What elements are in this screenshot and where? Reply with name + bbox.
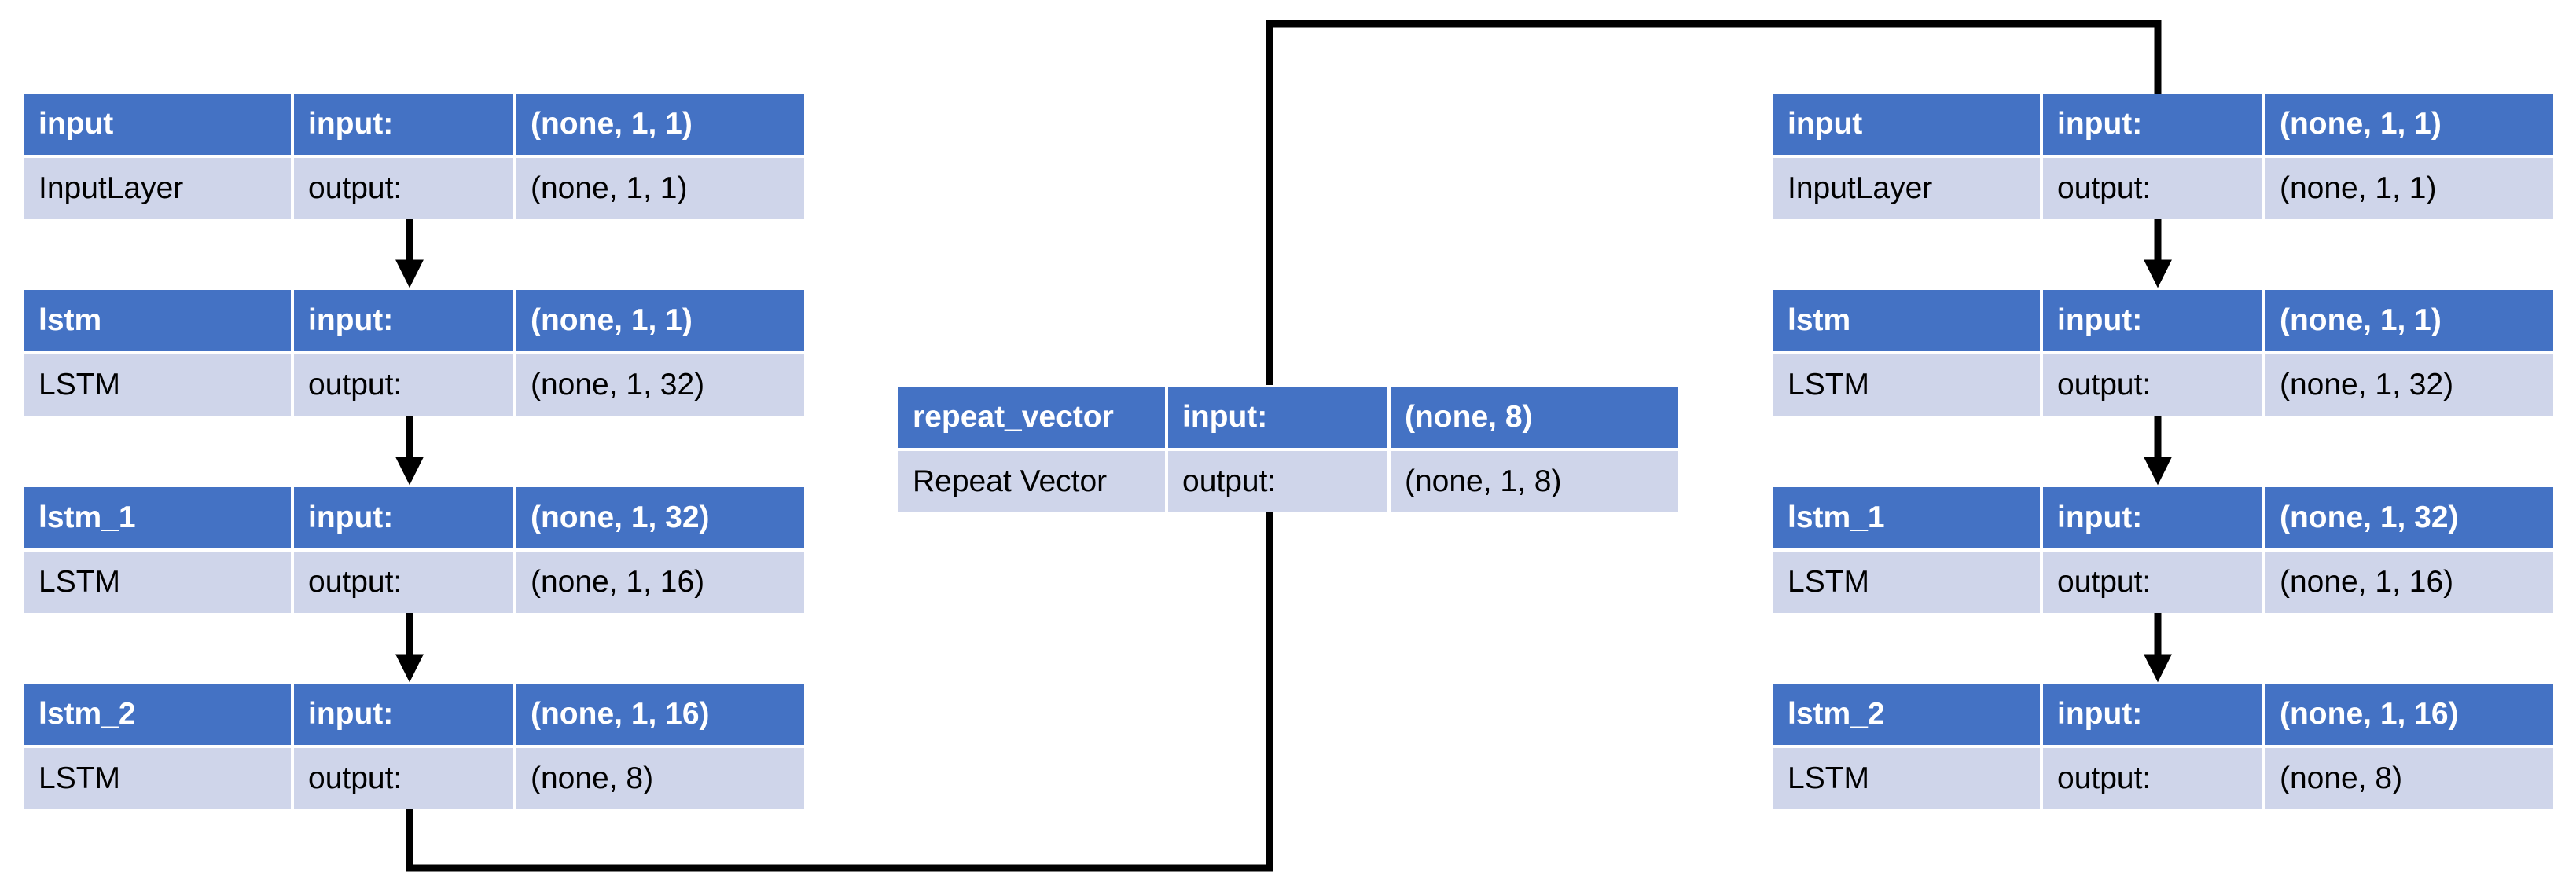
input-shape: (none, 1, 32) xyxy=(516,487,804,548)
output-label: output: xyxy=(1168,451,1387,512)
input-shape: (none, 1, 16) xyxy=(2265,684,2553,745)
layer-block-left-lstm-2: lstm_2 input: (none, 1, 16) LSTM output:… xyxy=(24,684,804,809)
layer-block-right-lstm-2: lstm_2 input: (none, 1, 16) LSTM output:… xyxy=(1773,684,2553,809)
input-shape: (none, 1, 1) xyxy=(2265,290,2553,351)
input-shape: (none, 1, 1) xyxy=(516,290,804,351)
layer-name: lstm xyxy=(24,290,291,351)
input-label: input: xyxy=(2043,487,2262,548)
input-shape: (none, 1, 1) xyxy=(2265,94,2553,155)
input-shape: (none, 1, 32) xyxy=(2265,487,2553,548)
input-label: input: xyxy=(2043,684,2262,745)
layer-class: LSTM xyxy=(1773,748,2040,809)
layer-block-left-lstm: lstm input: (none, 1, 1) LSTM output: (n… xyxy=(24,290,804,416)
layer-block-left-input: input input: (none, 1, 1) InputLayer out… xyxy=(24,94,804,219)
layer-block-right-lstm-1: lstm_1 input: (none, 1, 32) LSTM output:… xyxy=(1773,487,2553,613)
output-label: output: xyxy=(2043,552,2262,613)
layer-name: input xyxy=(24,94,291,155)
layer-class: LSTM xyxy=(24,748,291,809)
output-label: output: xyxy=(2043,354,2262,416)
output-shape: (none, 1, 16) xyxy=(2265,552,2553,613)
output-label: output: xyxy=(2043,748,2262,809)
layer-name: lstm_1 xyxy=(1773,487,2040,548)
connector-lstm2-to-repeat-vector xyxy=(406,512,1273,872)
layer-block-left-lstm-1: lstm_1 input: (none, 1, 32) LSTM output:… xyxy=(24,487,804,613)
output-shape: (none, 1, 32) xyxy=(2265,354,2553,416)
connector-repeat-vector-to-right-input xyxy=(1266,20,2162,385)
input-label: input: xyxy=(294,290,513,351)
input-label: input: xyxy=(2043,94,2262,155)
layer-block-right-lstm: lstm input: (none, 1, 1) LSTM output: (n… xyxy=(1773,290,2553,416)
output-shape: (none, 1, 1) xyxy=(516,158,804,219)
layer-class: Repeat Vector xyxy=(898,451,1165,512)
output-shape: (none, 8) xyxy=(516,748,804,809)
layer-class: InputLayer xyxy=(24,158,291,219)
layer-class: LSTM xyxy=(24,552,291,613)
layer-name: lstm_1 xyxy=(24,487,291,548)
layer-name: repeat_vector xyxy=(898,387,1165,448)
layer-name: lstm xyxy=(1773,290,2040,351)
input-shape: (none, 1, 1) xyxy=(516,94,804,155)
output-label: output: xyxy=(294,748,513,809)
output-shape: (none, 8) xyxy=(2265,748,2553,809)
output-label: output: xyxy=(294,552,513,613)
output-label: output: xyxy=(294,354,513,416)
input-label: input: xyxy=(294,487,513,548)
input-label: input: xyxy=(294,684,513,745)
layer-name: lstm_2 xyxy=(24,684,291,745)
output-shape: (none, 1, 16) xyxy=(516,552,804,613)
layer-class: LSTM xyxy=(1773,354,2040,416)
layer-class: LSTM xyxy=(1773,552,2040,613)
layer-name: lstm_2 xyxy=(1773,684,2040,745)
output-shape: (none, 1, 32) xyxy=(516,354,804,416)
input-shape: (none, 8) xyxy=(1391,387,1678,448)
input-shape: (none, 1, 16) xyxy=(516,684,804,745)
layer-class: LSTM xyxy=(24,354,291,416)
layer-block-repeat-vector: repeat_vector input: (none, 8) Repeat Ve… xyxy=(898,387,1678,512)
output-label: output: xyxy=(2043,158,2262,219)
layer-block-right-input: input input: (none, 1, 1) InputLayer out… xyxy=(1773,94,2553,219)
layer-class: InputLayer xyxy=(1773,158,2040,219)
input-label: input: xyxy=(294,94,513,155)
layer-name: input xyxy=(1773,94,2040,155)
input-label: input: xyxy=(1168,387,1387,448)
output-shape: (none, 1, 8) xyxy=(1391,451,1678,512)
input-label: input: xyxy=(2043,290,2262,351)
output-shape: (none, 1, 1) xyxy=(2265,158,2553,219)
output-label: output: xyxy=(294,158,513,219)
